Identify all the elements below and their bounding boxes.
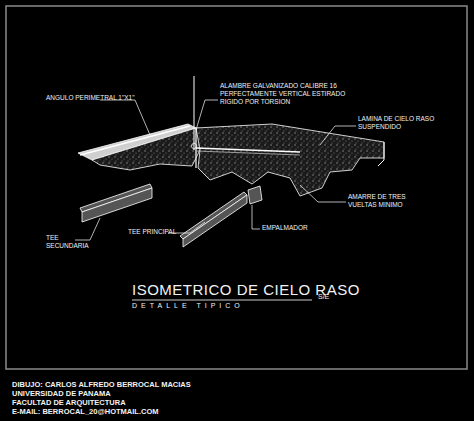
hanger-wire <box>194 76 195 150</box>
drawing-title: ISOMETRICO DE CIELO RASO <box>132 281 360 299</box>
callout-label: TEE PRINCIPAL <box>128 228 188 236</box>
callout-label: ANGULO PERIMETRAL 1"X1" <box>46 94 136 102</box>
drawing-frame <box>6 6 467 369</box>
title-underline <box>132 300 312 301</box>
leader-lines <box>75 100 356 240</box>
callout-label: AMARRE DE TRES VUELTAS MINIMO <box>348 193 418 209</box>
callout-label: LAMINA DE CIELO RASO SUSPENDIDO <box>358 115 448 131</box>
callout-label: EMPALMADOR <box>262 224 332 232</box>
credit-text: FACULTAD DE ARQUITECTURA <box>12 398 332 407</box>
callout-label: ALAMBRE GALVANIZADO CALIBRE 16 PERFECTAM… <box>220 82 360 105</box>
loose-tees <box>80 184 262 247</box>
ceiling-panels <box>78 124 384 196</box>
credit-text: DIBUJO: CARLOS ALFREDO BERROCAL MACIAS <box>12 380 332 389</box>
drawing-caption: DETALLE TIPICO <box>132 302 244 310</box>
credit-text: E-MAIL: BERROCAL_20@HOTMAIL.COM <box>12 407 332 416</box>
callout-label: TEE SECUNDARIA <box>46 234 96 250</box>
credit-text: UNIVERSIDAD DE PANAMA <box>12 389 332 398</box>
